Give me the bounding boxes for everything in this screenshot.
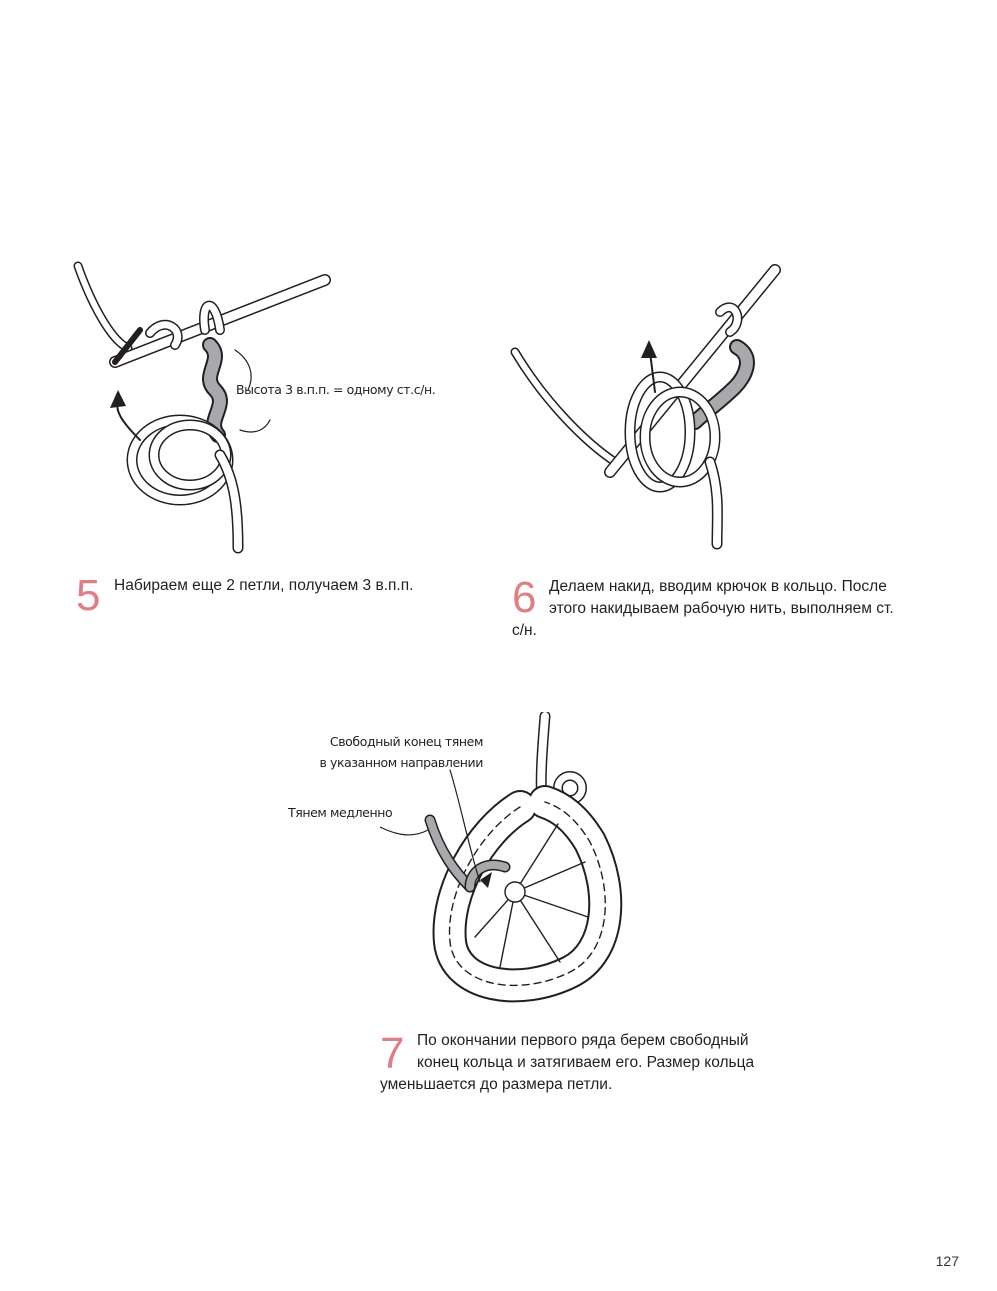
illustration-step-7 bbox=[380, 712, 650, 1012]
illustration-step-6 bbox=[505, 262, 805, 552]
step-text-7-line1: По окончании первого ряда берем свободны… bbox=[417, 1032, 749, 1049]
free-end-note-line2: в указанном направлении bbox=[319, 755, 483, 770]
page-number: 127 bbox=[935, 1253, 959, 1269]
step-text-6: Делаем накид, вводим крючок в кольцо. По… bbox=[512, 576, 942, 642]
step-text-7-line3: уменьшается до размера петли. bbox=[380, 1076, 613, 1093]
step-number-6: 6 bbox=[512, 573, 537, 622]
illustration-step-5 bbox=[70, 260, 360, 560]
height-note: Высота 3 в.п.п. = одному ст.с/н. bbox=[236, 382, 436, 397]
step-text-6-line3: с/н. bbox=[512, 622, 537, 639]
step-text-6-line1: Делаем накид, вводим крючок в кольцо. По… bbox=[549, 578, 887, 595]
step-text-7-line2: конец кольца и затягиваем его. Размер ко… bbox=[417, 1054, 755, 1071]
step-number-5: 5 bbox=[76, 571, 101, 620]
step-text-7: По окончании первого ряда берем свободны… bbox=[380, 1030, 820, 1096]
free-end-note-line1: Свободный конец тянем bbox=[329, 734, 484, 749]
step-number-7: 7 bbox=[380, 1029, 405, 1078]
free-end-note: Свободный конец тянем в указанном направ… bbox=[319, 731, 483, 773]
pull-slowly-note: Тянем медленно bbox=[288, 805, 393, 820]
step-text-5: Набираем еще 2 петли, получаем 3 в.п.п. bbox=[114, 577, 414, 594]
step-text-6-line2: этого накидываем рабочую нить, выполняем… bbox=[549, 600, 894, 617]
